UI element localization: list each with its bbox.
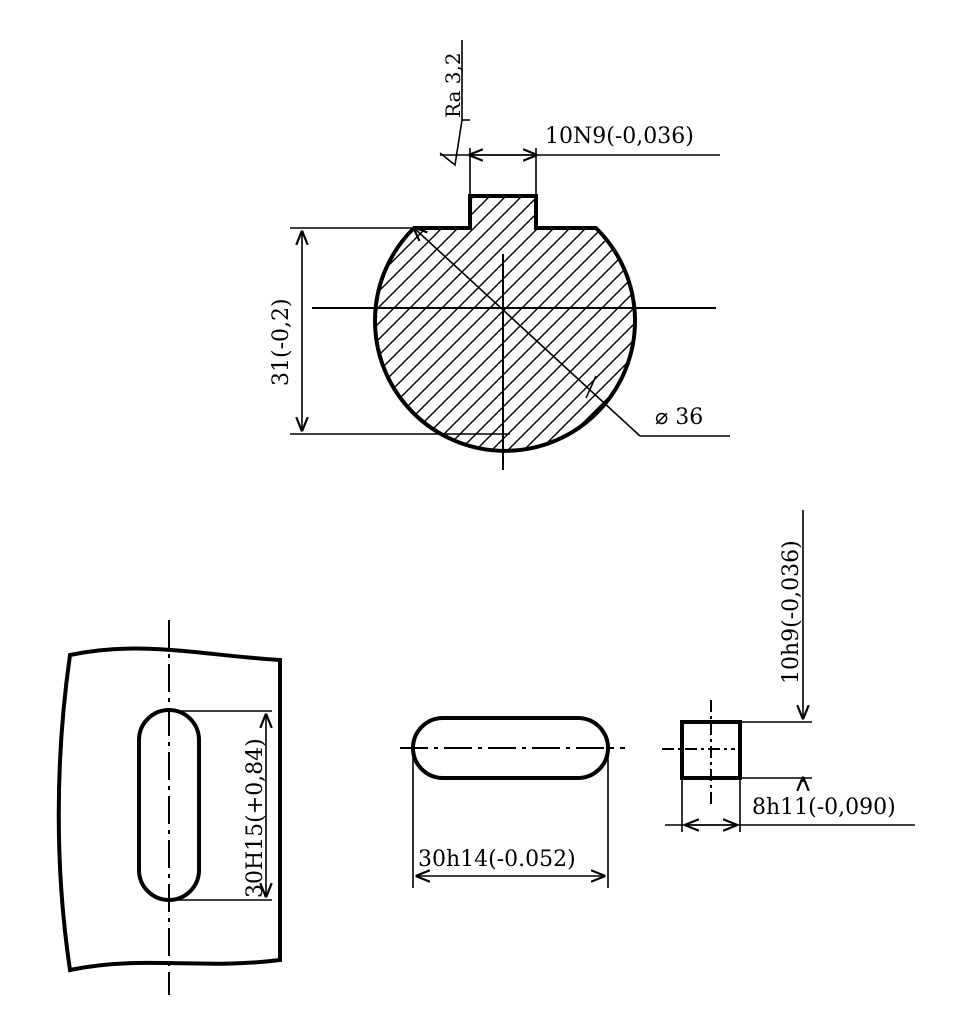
diameter-label: ⌀ 36	[655, 405, 703, 430]
roughness-symbol: Ra 3,2	[439, 40, 470, 167]
key-width-label: 8h11(-0,090)	[752, 795, 896, 820]
height-dimension: 31(-0,2)	[269, 227, 510, 435]
key-outline	[411, 716, 610, 780]
shaft-outline	[373, 194, 637, 453]
hub-view: 30H15(+0,84)	[56, 620, 282, 995]
slot-width-label: 10N9(-0,036)	[545, 124, 694, 149]
hub-outline	[56, 646, 282, 973]
height-label: 31(-0,2)	[269, 298, 294, 386]
key-end-view: 10h9(-0,036) 8h11(-0,090)	[662, 510, 915, 832]
key-length-label: 30h14(-0.052)	[418, 847, 576, 872]
key-height-label: 10h9(-0,036)	[779, 540, 804, 684]
hub-slot-label: 30H15(+0,84)	[243, 738, 268, 898]
slot-width-dimension: 10N9(-0,036)	[440, 124, 720, 196]
diameter-dimension: ⌀ 36	[414, 228, 730, 437]
shaft-section	[312, 194, 716, 470]
key-top-view: 30h14(-0.052)	[400, 716, 625, 888]
roughness-label: Ra 3,2	[441, 52, 465, 118]
hub-slot	[137, 708, 201, 902]
